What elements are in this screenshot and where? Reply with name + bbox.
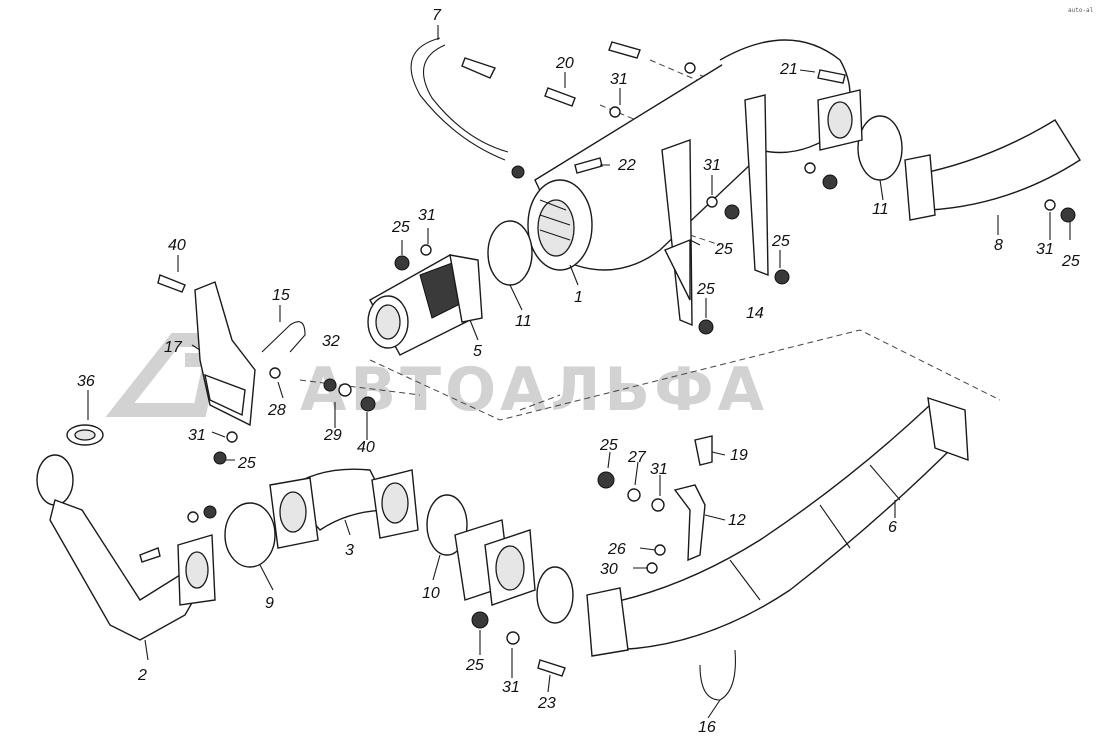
callout-25-right: 25 <box>1061 253 1080 270</box>
callout-8: 8 <box>994 237 1003 254</box>
callout-31-right: 31 <box>1036 241 1054 258</box>
callout-29: 29 <box>323 427 342 444</box>
callout-25-top-left: 25 <box>391 219 410 236</box>
callout-27: 27 <box>627 449 647 466</box>
callout-20: 20 <box>555 55 574 72</box>
callout-6: 6 <box>888 519 897 536</box>
clamp-part-36 <box>66 424 104 446</box>
callout-16: 16 <box>698 719 716 736</box>
bolt-part-19 <box>694 435 713 466</box>
callout-21: 21 <box>779 61 798 78</box>
callout-30: 30 <box>600 561 618 578</box>
callout-25-bottom: 25 <box>465 657 484 674</box>
callout-40-upper: 40 <box>168 237 186 254</box>
callout-5: 5 <box>473 343 482 360</box>
callout-14: 14 <box>746 305 764 322</box>
callout-36: 36 <box>77 373 95 390</box>
callout-40-lower: 40 <box>357 439 375 456</box>
bracket-part-17 <box>194 281 256 427</box>
muffler-bracket-part-14 <box>661 94 769 327</box>
bolt-part-23 <box>537 659 566 677</box>
callout-31-center: 31 <box>650 461 668 478</box>
outlet-pipe-part-8 <box>904 119 1081 221</box>
bolt-part-40-upper <box>157 274 186 293</box>
callout-32: 32 <box>322 333 340 350</box>
callout-2: 2 <box>137 667 147 684</box>
gasket-near-23 <box>536 566 574 624</box>
bracket-part-12 <box>673 484 706 562</box>
callout-1: 1 <box>574 289 583 306</box>
u-bolt-part-15 <box>261 321 306 353</box>
flex-joint-part-5 <box>367 253 483 356</box>
callout-28: 28 <box>267 402 286 419</box>
bolt-part-21 <box>817 69 846 84</box>
gasket-part-11-middle <box>487 220 533 286</box>
bolt-part-22 <box>574 157 603 174</box>
callout-9: 9 <box>265 595 274 612</box>
callout-19: 19 <box>730 447 748 464</box>
callout-3: 3 <box>345 542 354 559</box>
callout-25-bracket: 25 <box>714 241 733 258</box>
elbow-pipe-part-3 <box>269 468 419 549</box>
u-bolt-part-16 <box>699 649 736 701</box>
callout-31-bottom: 31 <box>502 679 520 696</box>
gasket-part-11-upper <box>857 115 903 181</box>
flange-part-21 <box>817 89 863 151</box>
corner-mark: auto-al <box>1068 7 1094 14</box>
callout-31-mid: 31 <box>703 157 721 174</box>
watermark-text: АВТОАЛЬФА <box>300 355 768 425</box>
callout-labels: 7 20 31 21 22 31 25 31 25 25 1 11 25 14 … <box>77 7 1080 736</box>
callout-25-lower-bracket: 25 <box>696 281 715 298</box>
callout-22: 22 <box>617 157 636 174</box>
callout-23: 23 <box>537 695 556 712</box>
leader-lines <box>87 25 1071 719</box>
callout-11-middle: 11 <box>515 313 532 330</box>
callout-25-center: 25 <box>599 437 618 454</box>
callout-31-top: 31 <box>610 71 628 88</box>
clamp-strap-part-7 <box>410 37 509 161</box>
watermark: АВТОАЛЬФА <box>105 333 768 425</box>
callout-17: 17 <box>164 339 183 356</box>
gasket-part-9 <box>224 502 276 568</box>
nuts-and-washers <box>187 62 1076 645</box>
callout-31-flex: 31 <box>418 207 436 224</box>
bolt-upper <box>608 41 641 59</box>
bolts <box>139 41 846 677</box>
callout-11-upper: 11 <box>872 201 889 218</box>
bolt-left <box>139 547 161 563</box>
callout-12: 12 <box>728 512 746 529</box>
callout-10: 10 <box>422 585 440 602</box>
callout-25-bracket17: 25 <box>237 455 256 472</box>
flange-pair <box>454 519 536 606</box>
callout-26: 26 <box>607 541 626 558</box>
callout-7: 7 <box>432 7 442 24</box>
down-pipe-part-2 <box>36 454 216 641</box>
long-pipe-part-6 <box>586 396 969 657</box>
callout-25-right-bracket: 25 <box>771 233 790 250</box>
callout-15: 15 <box>272 287 290 304</box>
bolt-part-20 <box>544 87 576 107</box>
callout-31-bracket17: 31 <box>188 427 206 444</box>
